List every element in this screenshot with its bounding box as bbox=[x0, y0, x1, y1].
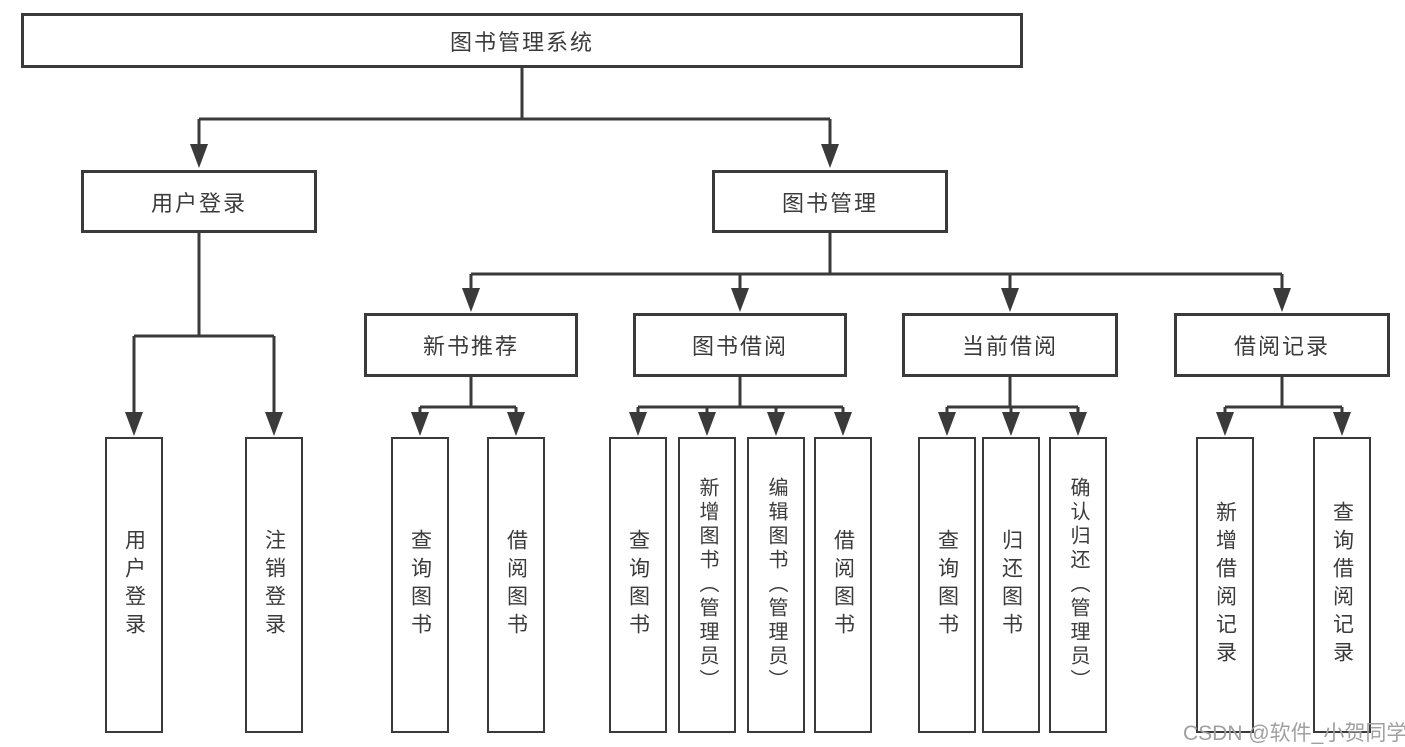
leaf-confirm-return-admin-label: 确认归还（管理员） bbox=[1067, 477, 1089, 693]
leaf-return-books: 归还图书 bbox=[982, 437, 1040, 733]
leaf-add-borrow-record: 新增借阅记录 bbox=[1196, 437, 1254, 733]
leaf-query-borrow-record: 查询借阅记录 bbox=[1313, 437, 1371, 733]
leaf-recommend-query-books-label: 查询图书 bbox=[408, 529, 432, 641]
node-new-book-recommend-label: 新书推荐 bbox=[422, 334, 519, 359]
node-borrowing-records: 借阅记录 bbox=[1174, 313, 1390, 377]
leaf-borrowing-borrow-books: 借阅图书 bbox=[814, 437, 872, 733]
node-user-login-label: 用户登录 bbox=[150, 190, 247, 216]
leaf-current-query-books: 查询图书 bbox=[918, 437, 976, 733]
leaf-borrowing-borrow-books-label: 借阅图书 bbox=[831, 529, 855, 641]
leaf-add-borrow-record-label: 新增借阅记录 bbox=[1213, 501, 1237, 669]
leaf-logout-label: 注销登录 bbox=[262, 529, 286, 641]
node-book-borrowing: 图书借阅 bbox=[633, 313, 847, 377]
node-library-management-system-label: 图书管理系统 bbox=[449, 29, 594, 55]
csdn-watermark: CSDN @软件_小贺同学 bbox=[1183, 722, 1405, 745]
leaf-logout: 注销登录 bbox=[245, 437, 303, 733]
leaf-query-borrow-record-label: 查询借阅记录 bbox=[1330, 501, 1354, 669]
node-book-management: 图书管理 bbox=[712, 170, 948, 233]
leaf-recommend-borrow-books: 借阅图书 bbox=[487, 437, 545, 733]
leaf-user-login-label: 用户登录 bbox=[122, 529, 146, 641]
leaf-user-login: 用户登录 bbox=[105, 437, 163, 733]
leaf-return-books-label: 归还图书 bbox=[999, 529, 1023, 641]
leaf-confirm-return-admin: 确认归还（管理员） bbox=[1049, 437, 1107, 733]
node-book-management-label: 图书管理 bbox=[781, 190, 878, 216]
node-new-book-recommend: 新书推荐 bbox=[364, 313, 578, 377]
leaf-edit-books-admin-label: 编辑图书（管理员） bbox=[765, 477, 787, 693]
leaf-add-books-admin: 新增图书（管理员） bbox=[678, 437, 736, 733]
node-current-borrowing: 当前借阅 bbox=[902, 313, 1118, 377]
leaf-edit-books-admin: 编辑图书（管理员） bbox=[747, 437, 805, 733]
leaf-add-books-admin-label: 新增图书（管理员） bbox=[696, 477, 718, 693]
leaf-current-query-books-label: 查询图书 bbox=[935, 529, 959, 641]
leaf-recommend-query-books: 查询图书 bbox=[391, 437, 449, 733]
leaf-recommend-borrow-books-label: 借阅图书 bbox=[504, 529, 528, 641]
leaf-borrowing-query-books: 查询图书 bbox=[609, 437, 667, 733]
node-library-management-system: 图书管理系统 bbox=[21, 13, 1023, 68]
node-current-borrowing-label: 当前借阅 bbox=[961, 334, 1058, 359]
node-user-login: 用户登录 bbox=[81, 170, 317, 233]
node-book-borrowing-label: 图书借阅 bbox=[691, 334, 788, 359]
leaf-borrowing-query-books-label: 查询图书 bbox=[626, 529, 650, 641]
node-borrowing-records-label: 借阅记录 bbox=[1233, 334, 1330, 359]
